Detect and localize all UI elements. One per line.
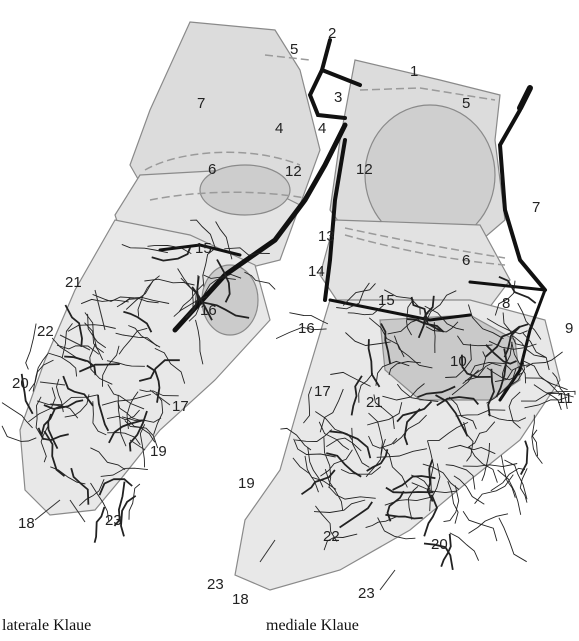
label-20: 20 [431, 536, 448, 553]
label-17: 17 [172, 398, 189, 415]
label-12: 12 [285, 163, 302, 180]
vessel-branch [95, 507, 105, 543]
label-3: 3 [334, 89, 342, 106]
label-19: 19 [238, 475, 255, 492]
label-17: 17 [314, 383, 331, 400]
label-14: 14 [308, 263, 325, 280]
bone-shapes [20, 22, 560, 590]
lateral-pedal-bone [202, 265, 258, 335]
label-15: 15 [195, 240, 212, 257]
label-13: 13 [318, 228, 335, 245]
label-2: 2 [328, 25, 336, 42]
vessel-branch [498, 470, 521, 515]
label-12: 12 [356, 161, 373, 178]
label-8: 8 [502, 295, 510, 312]
label-1: 1 [410, 63, 418, 80]
vessel-branch [450, 533, 479, 561]
label-9: 9 [565, 320, 573, 337]
label-16: 16 [298, 320, 315, 337]
label-19: 19 [150, 443, 167, 460]
label-18: 18 [232, 591, 249, 608]
label-7: 7 [532, 199, 540, 216]
label-6: 6 [462, 252, 470, 269]
caption-medial-claw: mediale Klaue [266, 617, 359, 635]
label-23: 23 [207, 576, 224, 593]
label-23: 23 [105, 512, 122, 529]
label-4: 4 [275, 120, 283, 137]
label-20: 20 [12, 375, 29, 392]
label-21: 21 [65, 274, 82, 291]
vessel-branch [129, 484, 140, 520]
label-5: 5 [290, 41, 298, 58]
label-7: 7 [197, 95, 205, 112]
label-11: 11 [557, 390, 573, 407]
label-22: 22 [37, 323, 54, 340]
caption-lateral-claw: laterale Klaue [2, 617, 91, 635]
label-18: 18 [18, 515, 35, 532]
artery-7-top [520, 88, 530, 108]
vessel-branch [121, 496, 136, 537]
label-10: 10 [450, 353, 467, 370]
label-22: 22 [323, 528, 340, 545]
label-23: 23 [358, 585, 375, 602]
vessel-branch [499, 518, 527, 562]
vessel-branch [463, 511, 497, 541]
label-5: 5 [462, 95, 470, 112]
label-4: 4 [318, 120, 326, 137]
label-15: 15 [378, 292, 395, 309]
label-6: 6 [208, 161, 216, 178]
label-21: 21 [366, 394, 383, 411]
label-16: 16 [200, 302, 217, 319]
vessel-branch [26, 324, 36, 370]
